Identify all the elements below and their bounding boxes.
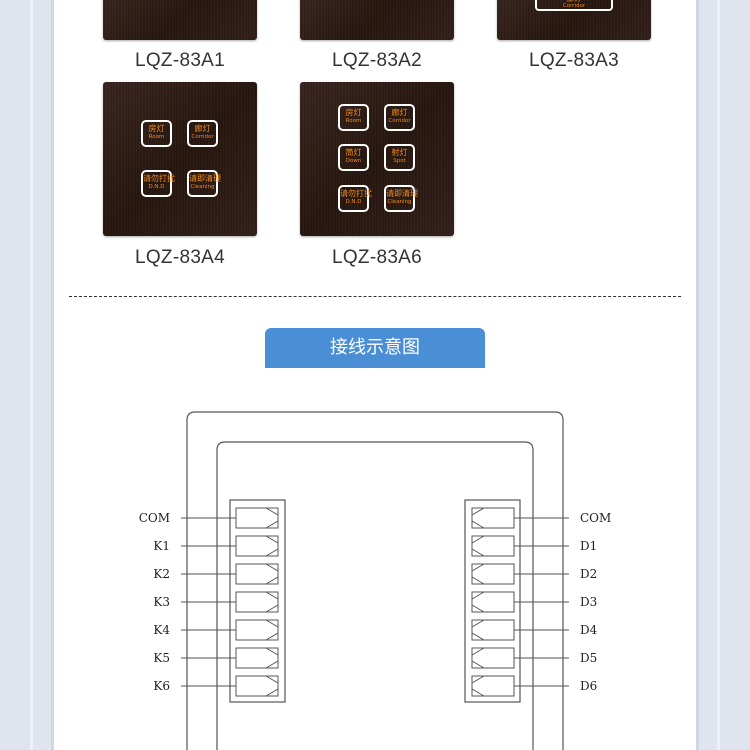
terminal-clamp (471, 675, 485, 697)
panel-model-label: LQZ-83A4 (134, 247, 226, 268)
pin-label: K2 (153, 567, 170, 581)
terminal-clamp (265, 619, 279, 641)
pin-label: D2 (580, 567, 597, 581)
terminal-clamp (471, 647, 485, 669)
pin-label: D3 (580, 595, 597, 609)
terminal-clamp (265, 647, 279, 669)
button-cn-label: 廊灯 (537, 0, 611, 3)
button-cn-label: 廊灯 (194, 124, 211, 133)
terminal-clamp (471, 535, 485, 557)
terminal-clamp (471, 507, 485, 529)
terminal-clamp (265, 591, 279, 613)
panel-lqz-83a3: 廊灯 Corridor (497, 0, 651, 40)
panel-lqz-83a6: 房灯 Room 廊灯 Corridor 筒灯 Down 射灯 Spot 请勿打扰… (300, 82, 454, 236)
button-cn-label: 房灯 (345, 108, 362, 117)
inner-frame (216, 441, 534, 750)
button-cn-label: 筒灯 (345, 148, 362, 157)
pin-label: D5 (580, 651, 597, 665)
panel-button: 请勿打扰 D.N.D (141, 170, 175, 197)
pin-label: D4 (580, 623, 598, 637)
panel-lqz-83a1 (103, 0, 257, 40)
terminal-clamp (471, 591, 485, 613)
outer-frame (186, 411, 564, 750)
button-cn-label: 请即清理 (189, 174, 221, 183)
panel-button: 房灯 Room (141, 120, 172, 147)
pin-label: COM (580, 511, 611, 525)
button-cn-label: 请勿打扰 (340, 189, 372, 198)
pin-label: D6 (580, 679, 597, 693)
button-en-label: Room (345, 118, 362, 124)
panel-button: 射灯 Spot (384, 144, 415, 171)
panel-lqz-83a2 (300, 0, 454, 40)
pin-label: D1 (580, 539, 597, 553)
panel-model-label: LQZ-83A3 (528, 50, 620, 71)
button-en-label: D.N.D (345, 199, 362, 205)
terminal-clamp (265, 535, 279, 557)
pin-label: K1 (153, 539, 170, 553)
panel-button: 筒灯 Down (338, 144, 369, 171)
right-terminal-block (464, 499, 521, 703)
panel-button: 廊灯 Corridor (384, 104, 415, 131)
button-en-label: D.N.D (148, 184, 165, 190)
button-cn-label: 请即清理 (386, 189, 418, 198)
button-cn-label: 请勿打扰 (143, 174, 175, 183)
button-en-label: Corridor (388, 118, 411, 124)
left-side-band (0, 0, 54, 750)
button-en-label: Cleaning (387, 199, 412, 205)
panel-model-label: LQZ-83A1 (134, 50, 226, 71)
button-en-label: Spot (393, 158, 406, 164)
button-en-label: Corridor (191, 134, 214, 140)
panel-model-label: LQZ-83A2 (331, 50, 423, 71)
dashed-divider (69, 296, 681, 297)
panel-button: 廊灯 Corridor (187, 120, 218, 147)
pin-label: K6 (153, 679, 170, 693)
button-en-label: Corridor (562, 3, 586, 9)
panel-button: 请勿打扰 D.N.D (338, 185, 372, 212)
panel-lqz-83a4: 房灯 Room 廊灯 Corridor 请勿打扰 D.N.D 请即清理 Clea… (103, 82, 257, 236)
button-en-label: Down (345, 158, 362, 164)
right-side-band (696, 0, 750, 750)
panel-button: 房灯 Room (338, 104, 369, 131)
panel-model-label: LQZ-83A6 (331, 247, 423, 268)
terminal-clamp (265, 675, 279, 697)
pin-label: K4 (153, 623, 170, 637)
panel-button: 请即清理 Cleaning (187, 170, 221, 197)
pin-label: K5 (153, 651, 170, 665)
pin-label: K3 (153, 595, 170, 609)
panel-button: 请即清理 Cleaning (384, 185, 418, 212)
pin-label: COM (139, 511, 170, 525)
button-en-label: Cleaning (190, 184, 215, 190)
terminal-clamp (265, 563, 279, 585)
terminal-clamp (471, 619, 485, 641)
left-terminal-block (229, 499, 286, 703)
button-cn-label: 射灯 (391, 148, 408, 157)
terminal-clamp (265, 507, 279, 529)
panel-button: 廊灯 Corridor (535, 0, 613, 11)
button-cn-label: 房灯 (148, 124, 165, 133)
button-cn-label: 廊灯 (391, 108, 408, 117)
section-title: 接线示意图 (265, 328, 485, 368)
terminal-clamp (471, 563, 485, 585)
button-en-label: Room (148, 134, 165, 140)
